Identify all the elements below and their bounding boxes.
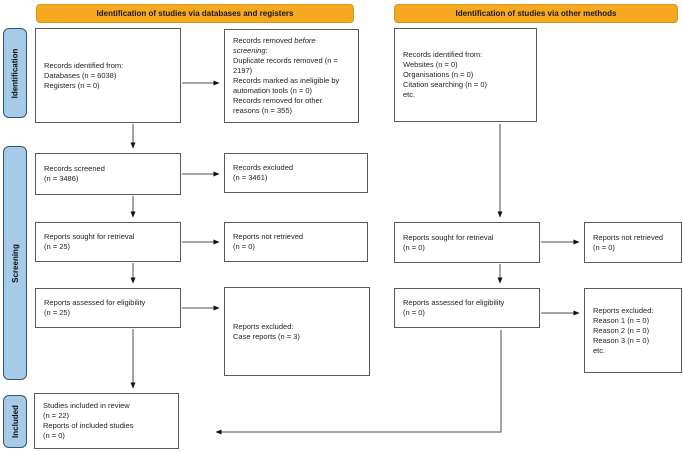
box-studies-included: Studies included in review (n = 22) Repo… bbox=[34, 393, 179, 449]
box-records-identified-other-text: Records identified from: Websites (n = 0… bbox=[403, 50, 488, 99]
box-reports-sought-databases-text: Reports sought for retrieval (n = 25) bbox=[44, 232, 135, 251]
box-reports-sought-other-text: Reports sought for retrieval (n = 0) bbox=[403, 232, 494, 252]
box-reports-excluded-databases-text: Reports excluded: Case reports (n = 3) bbox=[233, 321, 300, 341]
box-records-screened-text: Records screened (n = 3486) bbox=[44, 164, 105, 183]
box-records-excluded: Records excluded (n = 3461) bbox=[224, 153, 368, 193]
box-reports-assessed-other-text: Reports assessed for eligibility (n = 0) bbox=[403, 298, 505, 317]
stage-label-identification: Identification bbox=[3, 28, 27, 118]
box-reports-excluded-other: Reports excluded: Reason 1 (n = 0) Reaso… bbox=[584, 288, 682, 373]
records-removed-suffix: : bbox=[265, 46, 268, 55]
box-reports-sought-databases: Reports sought for retrieval (n = 25) bbox=[35, 222, 181, 262]
stage-label-included-text: Included bbox=[10, 405, 20, 438]
box-reports-assessed-other: Reports assessed for eligibility (n = 0) bbox=[394, 288, 540, 328]
box-records-identified-databases-text: Records identified from: Databases (n = … bbox=[44, 60, 124, 90]
records-removed-italic: before screening bbox=[233, 36, 316, 55]
header-databases-registers: Identification of studies via databases … bbox=[36, 4, 354, 23]
box-reports-not-retrieved-other-text: Reports not retrieved (n = 0) bbox=[593, 232, 664, 252]
box-records-removed-text: Records removed before screening: Duplic… bbox=[233, 36, 339, 126]
header-other-methods: Identification of studies via other meth… bbox=[394, 4, 678, 23]
box-reports-not-retrieved-other: Reports not retrieved (n = 0) bbox=[584, 222, 682, 263]
stage-label-screening-text: Screening bbox=[10, 243, 20, 283]
records-removed-prefix: Records removed bbox=[233, 36, 295, 45]
box-records-identified-databases: Records identified from: Databases (n = … bbox=[35, 28, 181, 123]
box-records-screened: Records screened (n = 3486) bbox=[35, 153, 181, 195]
stage-label-identification-text: Identification bbox=[10, 48, 20, 98]
box-reports-sought-other: Reports sought for retrieval (n = 0) bbox=[394, 222, 540, 263]
box-reports-not-retrieved-databases: Reports not retrieved (n = 0) bbox=[224, 222, 368, 262]
box-records-identified-other: Records identified from: Websites (n = 0… bbox=[394, 28, 537, 122]
records-removed-body: Duplicate records removed (n = 2197) Rec… bbox=[233, 56, 340, 115]
box-reports-excluded-databases: Reports excluded: Case reports (n = 3) bbox=[224, 287, 370, 376]
box-reports-not-retrieved-databases-text: Reports not retrieved (n = 0) bbox=[233, 232, 304, 251]
box-reports-excluded-other-text: Reports excluded: Reason 1 (n = 0) Reaso… bbox=[593, 305, 654, 355]
box-reports-assessed-databases-text: Reports assessed for eligibility (n = 25… bbox=[44, 298, 146, 317]
box-reports-assessed-databases: Reports assessed for eligibility (n = 25… bbox=[35, 288, 181, 328]
box-records-excluded-text: Records excluded (n = 3461) bbox=[233, 163, 294, 182]
box-records-removed: Records removed before screening: Duplic… bbox=[224, 29, 359, 123]
box-studies-included-text: Studies included in review (n = 22) Repo… bbox=[43, 401, 134, 440]
stage-label-included: Included bbox=[3, 395, 27, 448]
stage-label-screening: Screening bbox=[3, 146, 27, 380]
